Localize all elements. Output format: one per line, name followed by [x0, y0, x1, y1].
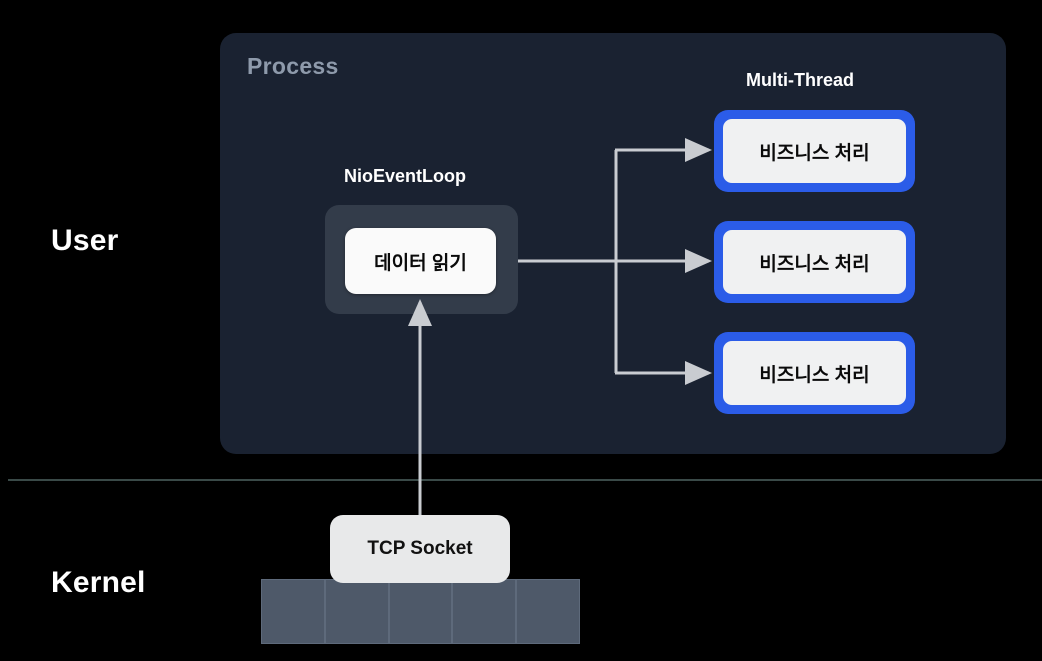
data-read-label: 데이터 읽기	[374, 252, 467, 274]
thread-inner-1: 비즈니스 처리	[723, 119, 906, 183]
thread-box-1[interactable]: 비즈니스 처리	[714, 110, 915, 192]
process-panel-label: Process	[247, 53, 339, 79]
tcp-socket-node[interactable]: TCP Socket	[330, 515, 510, 583]
kernel-buffer-grid	[261, 579, 580, 644]
thread-label-2: 비즈니스 처리	[759, 253, 870, 275]
buffer-cell	[452, 579, 517, 644]
caption-nioeventloop: NioEventLoop	[344, 166, 466, 186]
thread-label-3: 비즈니스 처리	[759, 364, 870, 386]
thread-box-3[interactable]: 비즈니스 처리	[714, 332, 915, 414]
buffer-cell	[261, 579, 325, 644]
data-read-node[interactable]: 데이터 읽기	[345, 228, 496, 294]
zone-label-kernel: Kernel	[51, 566, 146, 599]
caption-multi-thread: Multi-Thread	[746, 70, 854, 90]
zone-label-user: User	[51, 224, 119, 257]
thread-inner-2: 비즈니스 처리	[723, 230, 906, 294]
thread-label-1: 비즈니스 처리	[759, 142, 870, 164]
user-kernel-divider	[8, 479, 1042, 481]
buffer-cell	[516, 579, 580, 644]
thread-box-2[interactable]: 비즈니스 처리	[714, 221, 915, 303]
tcp-socket-label: TCP Socket	[367, 538, 473, 559]
thread-inner-3: 비즈니스 처리	[723, 341, 906, 405]
buffer-cell	[324, 579, 389, 644]
buffer-cell	[388, 579, 453, 644]
